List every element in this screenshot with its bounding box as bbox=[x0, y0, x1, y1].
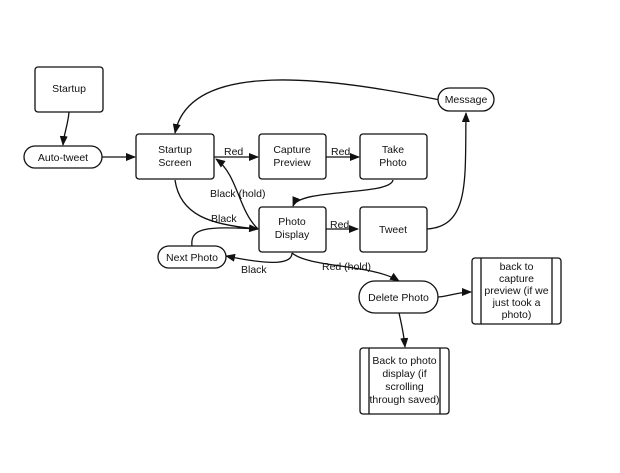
node-startup-screen-line-1: Startup bbox=[158, 144, 192, 156]
node-delete-photo: Delete Photo bbox=[358, 280, 439, 314]
node-photo-display-line-2: Display bbox=[275, 229, 310, 241]
edge-labels: Red Red Black (hold) Black Red Black Red… bbox=[210, 146, 371, 276]
node-startup: Startup bbox=[34, 66, 104, 113]
edge-next-photo-to-photo-display bbox=[191, 227, 259, 247]
edge-label-black-hold: Black (hold) bbox=[210, 188, 265, 200]
edge-delete-photo-to-back-to-capture bbox=[437, 288, 472, 298]
node-capture-preview: Capture Preview bbox=[258, 133, 327, 180]
edge-label-capture-preview-take-photo: Red bbox=[331, 146, 350, 158]
node-back-to-capture-line-5: photo) bbox=[502, 309, 532, 321]
node-back-to-capture-line-3: preview (if we bbox=[484, 285, 548, 297]
node-tweet-label: Tweet bbox=[379, 224, 407, 236]
edge-label-red-hold: Red (hold) bbox=[322, 261, 371, 273]
edge-photo-display-to-delete-photo bbox=[291, 252, 400, 282]
node-message-label: Message bbox=[445, 94, 488, 106]
node-take-photo-line-2: Photo bbox=[379, 157, 407, 169]
node-back-to-photo-display: Back to photo display (if scrolling thro… bbox=[359, 347, 450, 415]
node-back-to-capture-preview: back to capture preview (if we just took… bbox=[471, 257, 562, 325]
node-next-photo-label: Next Photo bbox=[166, 252, 218, 264]
node-back-to-display-line-1: Back to photo bbox=[372, 355, 436, 367]
node-back-to-capture-line-4: just took a bbox=[492, 297, 541, 309]
edge-take-photo-to-photo-display bbox=[292, 179, 394, 207]
edge-photo-display-to-next-photo bbox=[225, 252, 293, 263]
edge-delete-photo-to-back-to-display bbox=[398, 312, 409, 348]
edge-photo-display-to-startup-screen bbox=[215, 158, 259, 230]
edge-startup-to-auto-tweet bbox=[59, 111, 70, 146]
node-capture-preview-line-1: Capture bbox=[273, 144, 311, 156]
node-startup-screen-line-2: Screen bbox=[158, 157, 191, 169]
node-auto-tweet: Auto-tweet bbox=[23, 145, 103, 169]
node-auto-tweet-label: Auto-tweet bbox=[38, 152, 88, 164]
node-back-to-capture-line-1: back to bbox=[500, 261, 534, 273]
edge-label-black-to-display: Black bbox=[211, 213, 237, 225]
node-take-photo-line-1: Take bbox=[382, 144, 404, 156]
node-next-photo: Next Photo bbox=[157, 245, 227, 269]
edge-message-to-startup-screen bbox=[172, 79, 441, 134]
node-capture-preview-line-2: Preview bbox=[273, 157, 311, 169]
node-startup-label: Startup bbox=[52, 83, 86, 95]
edge-label-startup-screen-capture-preview: Red bbox=[224, 146, 243, 158]
node-startup-screen: Startup Screen bbox=[135, 133, 215, 180]
node-back-to-display-line-4: through saved) bbox=[369, 394, 439, 406]
node-back-to-display-line-3: scrolling bbox=[385, 381, 424, 393]
edge-startup-screen-to-photo-display bbox=[174, 179, 259, 233]
node-back-to-display-line-2: display (if bbox=[382, 368, 426, 380]
node-tweet: Tweet bbox=[359, 206, 428, 253]
edge-label-photo-display-tweet: Red bbox=[330, 219, 349, 231]
edge-tweet-to-message bbox=[426, 112, 470, 230]
node-photo-display-line-1: Photo bbox=[278, 216, 306, 228]
edge-label-black-to-next-photo: Black bbox=[241, 264, 267, 276]
node-photo-display: Photo Display bbox=[258, 206, 327, 253]
edges bbox=[59, 79, 472, 348]
node-delete-photo-label: Delete Photo bbox=[368, 292, 429, 304]
node-take-photo: Take Photo bbox=[359, 133, 428, 180]
node-message: Message bbox=[437, 87, 495, 112]
node-back-to-capture-line-2: capture bbox=[499, 273, 534, 285]
